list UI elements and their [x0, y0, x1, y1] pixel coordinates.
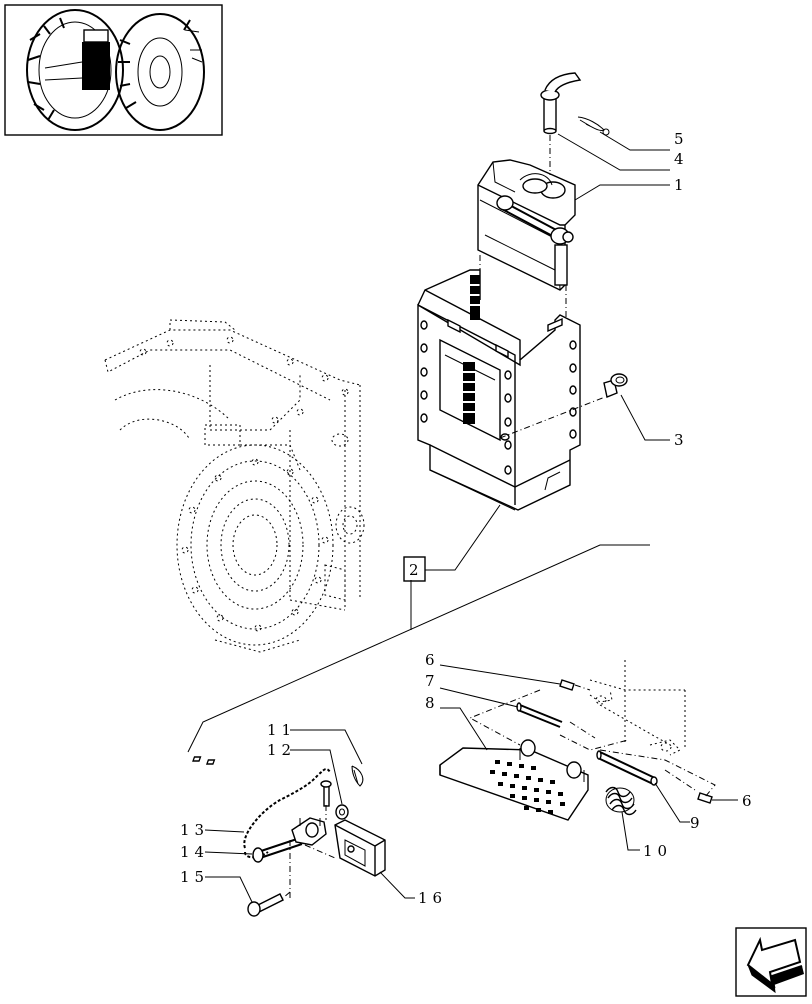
- chain-part-13[interactable]: [243, 768, 331, 859]
- assembly-axis-lines: [479, 135, 606, 439]
- callout-7: 7: [425, 672, 435, 690]
- washer-part-12[interactable]: [335, 804, 349, 820]
- bolt-part-15[interactable]: [247, 893, 284, 917]
- tractor-rear-thumbnail-icon[interactable]: [4, 4, 223, 136]
- callout-6-bottom: 6: [742, 792, 752, 810]
- r-clip-part-11[interactable]: [351, 765, 364, 787]
- lower-right-leader-lines: [439, 664, 738, 851]
- callout-4: 4: [674, 150, 684, 168]
- callout-9: 9: [690, 814, 700, 832]
- callout-6-top: 6: [425, 651, 435, 669]
- arrow-bottom-left-icon[interactable]: [735, 927, 807, 997]
- pin-part-14[interactable]: [252, 837, 303, 863]
- block-part-16[interactable]: [334, 819, 386, 877]
- callout-11: 11: [267, 721, 296, 739]
- callout-1: 1: [674, 176, 684, 194]
- screw-part-3[interactable]: [603, 373, 628, 398]
- rear-axle-housing-outline: [104, 319, 365, 653]
- callout-3: 3: [674, 431, 684, 449]
- callout-5: 5: [674, 130, 684, 148]
- detail-separator-line: [187, 544, 650, 753]
- hitch-pin-part-4[interactable]: [540, 72, 582, 135]
- callout-8: 8: [425, 694, 435, 712]
- callout-2: 2: [409, 561, 419, 579]
- upper-leader-lines: [425, 131, 670, 571]
- rod-part-9[interactable]: [596, 750, 658, 786]
- r-clip-part-5[interactable]: [577, 116, 610, 136]
- callout-13: 13: [180, 821, 209, 839]
- hitch-jaw-part-1[interactable]: [477, 159, 576, 291]
- lower-left-axis-lines: [282, 805, 336, 900]
- spring-part-10[interactable]: [605, 786, 637, 816]
- lower-left-leader-lines: [204, 729, 415, 903]
- roll-pin-part-6[interactable]: [559, 679, 713, 804]
- callout-10: 10: [643, 842, 672, 860]
- step-assembly-axis-lines: [468, 684, 716, 798]
- bracket-part[interactable]: [291, 817, 327, 846]
- part-2-callout-box: [403, 556, 426, 582]
- small-pin[interactable]: [320, 780, 332, 807]
- callout-14: 14: [180, 843, 209, 861]
- hitch-bracket-part-2[interactable]: [417, 269, 581, 511]
- step-mounting-outline: [589, 660, 686, 756]
- callout-15: 15: [180, 868, 209, 886]
- step-plate-part-8[interactable]: [192, 739, 589, 821]
- pin-part-7[interactable]: [516, 702, 563, 728]
- callout-12: 12: [267, 741, 296, 759]
- callout-labels: 5 4 1 3 2 6 7 8 6 9 10 11 12 13 14 15 16: [180, 130, 752, 907]
- callout-16: 16: [418, 889, 447, 907]
